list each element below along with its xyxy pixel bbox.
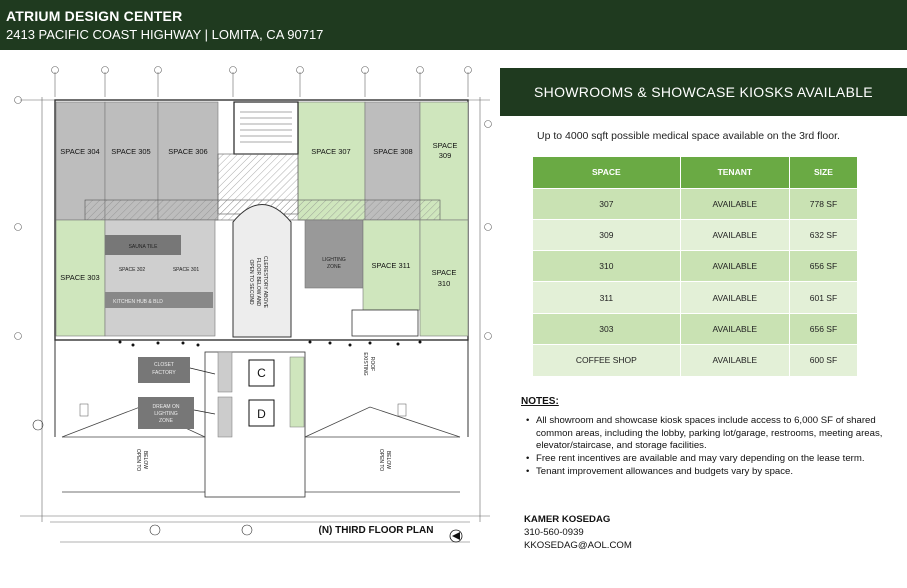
label-space-303: SPACE 303 [60, 273, 99, 282]
label-space-304: SPACE 304 [60, 147, 99, 156]
cell-size: 656 SF [789, 312, 859, 345]
closet-factory-zone [138, 357, 190, 383]
label-space-311: SPACE 311 [372, 261, 411, 270]
column-markers [118, 340, 422, 347]
label-space-306: SPACE 306 [168, 147, 207, 156]
label-space-310-line2: 310 [438, 279, 451, 288]
stair-treads [240, 111, 292, 143]
note-item: Tenant improvement allowances and budget… [526, 466, 896, 479]
contact-email[interactable]: KKOSEDAG@AOL.COM [524, 540, 632, 551]
sauna-zone [105, 235, 181, 255]
label-elevator-c: C [257, 366, 266, 380]
label-open-below-2b: BELOW [385, 451, 391, 469]
cell-tenant: AVAILABLE [680, 281, 790, 314]
cell-size: 600 SF [789, 343, 859, 376]
property-address: 2413 PACIFIC COAST HIGHWAY | LOMITA, CA … [6, 27, 324, 42]
table-row: 307 AVAILABLE 778 SF [533, 187, 859, 220]
table-row: 311 AVAILABLE 601 SF [533, 281, 859, 314]
column-header-size: SIZE [789, 157, 859, 188]
label-space-310-line1: SPACE [432, 268, 457, 277]
table-row: 303 AVAILABLE 656 SF [533, 312, 859, 345]
cell-space: COFFEE SHOP [533, 343, 681, 376]
contact-phone[interactable]: 310-560-0939 [524, 527, 584, 538]
medical-space-note: Up to 4000 sqft possible medical space a… [537, 130, 840, 142]
north-arrow-icon [449, 529, 463, 543]
label-open-3: CLERESTORY ABOVE [262, 256, 268, 309]
cell-tenant: AVAILABLE [680, 343, 790, 376]
label-existing-roof-2: ROOF [369, 357, 375, 371]
availability-banner: SHOWROOMS & SHOWCASE KIOSKS AVAILABLE [500, 68, 907, 116]
label-space-308: SPACE 308 [373, 147, 412, 156]
table-row: 310 AVAILABLE 656 SF [533, 250, 859, 282]
elevator-c [248, 359, 275, 387]
grid-lines [14, 66, 492, 543]
contact-name: KAMER KOSEDAG [524, 514, 611, 525]
header-bar: ATRIUM DESIGN CENTER 2413 PACIFIC COAST … [0, 0, 907, 50]
cell-size: 632 SF [789, 218, 859, 251]
label-closet-1: CLOSET [154, 362, 174, 368]
label-space-301: SPACE 301 [173, 267, 200, 273]
label-space-302: SPACE 302 [119, 267, 146, 273]
cell-size: 778 SF [789, 187, 859, 220]
table-row: COFFEE SHOP AVAILABLE 600 SF [533, 343, 859, 376]
label-open-1: OPEN TO SECOND [248, 259, 254, 304]
notes-list: All showroom and showcase kiosk spaces i… [526, 415, 896, 479]
label-lighting-2: ZONE [327, 264, 342, 270]
floor-plan-drawing: SPACE 304 SPACE 305 SPACE 306 SPACE 307 … [14, 66, 492, 543]
property-title: ATRIUM DESIGN CENTER [6, 8, 183, 24]
label-space-309-line2: 309 [439, 151, 452, 160]
plan-title: (N) THIRD FLOOR PLAN [319, 525, 434, 536]
label-lighting-1: LIGHTING [322, 257, 346, 263]
label-space-309-line1: SPACE [433, 141, 458, 150]
label-open-2: FLOOR BELOW AND [255, 258, 261, 307]
kitchen-zone [105, 292, 213, 308]
label-existing-roof-1: EXISTING [362, 352, 368, 375]
label-space-305: SPACE 305 [111, 147, 150, 156]
label-open-below-1a: OPEN TO [135, 449, 141, 471]
cell-size: 656 SF [789, 250, 859, 282]
cell-tenant: AVAILABLE [680, 218, 790, 251]
stair-core [233, 101, 299, 155]
label-dream-2: LIGHTING [154, 411, 178, 417]
floor-plan: SPACE 304 SPACE 305 SPACE 306 SPACE 307 … [0, 52, 500, 588]
label-sauna: SAUNA TILE [129, 244, 158, 250]
space-311-area [362, 219, 421, 311]
label-dream-1: DREAM ON [153, 404, 180, 410]
label-closet-2: FACTORY [152, 370, 176, 376]
cell-space: 311 [533, 281, 681, 314]
elevator-d [248, 399, 275, 427]
table-row: 309 AVAILABLE 632 SF [533, 218, 859, 251]
availability-table: SPACE TENANT SIZE 307 AVAILABLE 778 SF 3… [533, 157, 859, 376]
space-310-area [419, 219, 469, 337]
cell-space: 303 [533, 312, 681, 345]
lobby-hatch [217, 153, 299, 215]
label-dream-3: ZONE [159, 418, 174, 424]
lighting-zone-area [304, 219, 364, 289]
contact-block: KAMER KOSEDAG 310-560-0939 KKOSEDAG@AOL.… [524, 513, 632, 552]
open-atrium [232, 204, 292, 338]
column-header-tenant: TENANT [680, 157, 790, 188]
note-item: All showroom and showcase kiosk spaces i… [526, 415, 896, 453]
column-header-space: SPACE [533, 157, 681, 188]
cell-tenant: AVAILABLE [680, 187, 790, 220]
note-item: Free rent incentives are available and m… [526, 453, 896, 466]
cell-space: 309 [533, 218, 681, 251]
notes-heading: NOTES: [521, 396, 559, 407]
label-space-307: SPACE 307 [311, 147, 350, 156]
label-kitchen: KITCHEN HUB & BLD [113, 299, 163, 305]
cell-space: 307 [533, 187, 681, 220]
cell-space: 310 [533, 250, 681, 282]
label-open-below-2a: OPEN TO [378, 449, 384, 471]
stair-2 [351, 309, 419, 337]
table-header-row: SPACE TENANT SIZE [533, 157, 859, 188]
label-elevator-d: D [257, 407, 266, 421]
cell-size: 601 SF [789, 281, 859, 314]
cell-tenant: AVAILABLE [680, 250, 790, 282]
cell-tenant: AVAILABLE [680, 312, 790, 345]
label-open-below-1b: BELOW [142, 451, 148, 469]
dream-lighting-zone [138, 397, 194, 429]
